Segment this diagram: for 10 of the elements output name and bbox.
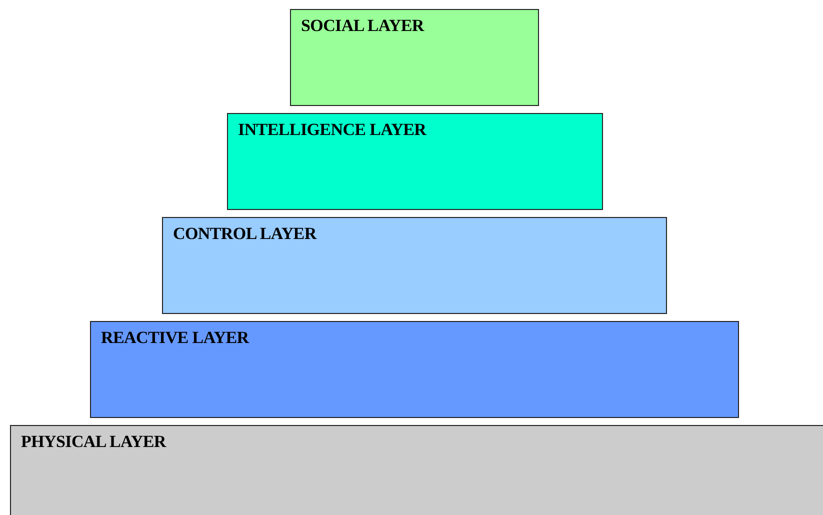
layer-box xyxy=(10,425,823,515)
layer-title: SOCIAL LAYER xyxy=(301,16,424,36)
layer-title: INTELLIGENCE LAYER xyxy=(238,120,426,140)
layer-title: PHYSICAL LAYER xyxy=(21,432,166,452)
layer-box xyxy=(162,217,667,314)
layer-title: CONTROL LAYER xyxy=(173,224,316,244)
layer-title: REACTIVE LAYER xyxy=(101,328,249,348)
layer-box xyxy=(227,113,603,210)
layer-box xyxy=(90,321,739,418)
layer-box xyxy=(290,9,539,106)
